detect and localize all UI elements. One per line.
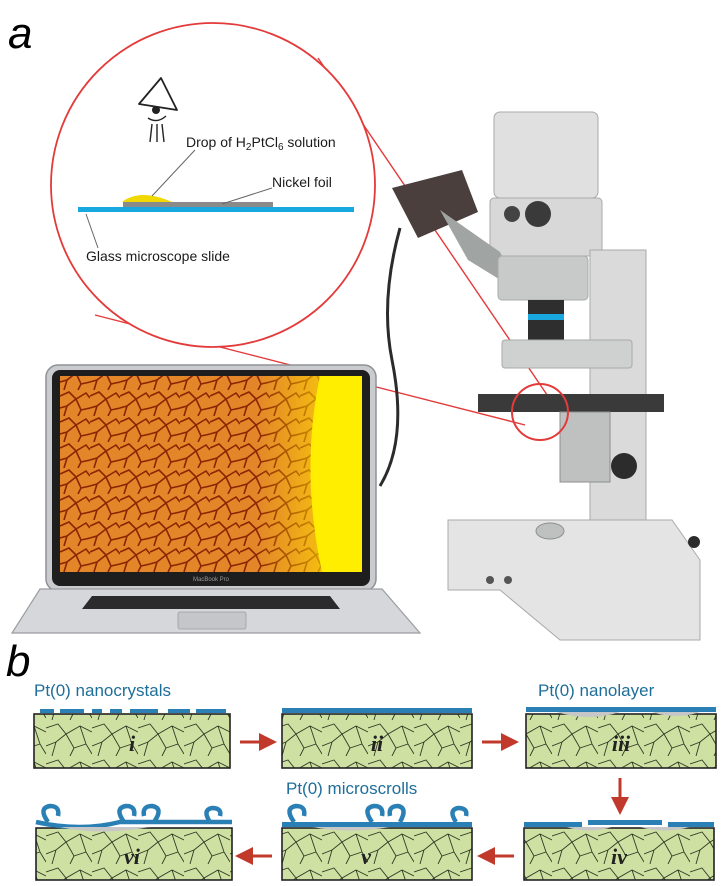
- stage-numeral-iv: iv: [611, 844, 627, 869]
- solution-drop: [122, 195, 172, 202]
- stage-ii: ii: [281, 708, 473, 769]
- microscope: [378, 111, 701, 641]
- stage-numeral-i: i: [129, 731, 136, 756]
- drop-leader: [151, 149, 196, 197]
- microscope-base-knob: [688, 536, 700, 548]
- slide-leader: [85, 213, 99, 249]
- stage-v: v: [281, 803, 473, 881]
- callout-circle: [50, 22, 376, 348]
- microscroll: [204, 805, 223, 824]
- microscope-stage: [478, 394, 664, 412]
- stage-iii: iii: [525, 707, 717, 769]
- microscope-focus-knob: [611, 453, 637, 479]
- stage-numeral-ii: ii: [371, 731, 384, 756]
- stage-highlight-circle: [511, 383, 569, 441]
- microscope-camera-head: [493, 111, 599, 199]
- laptop-brand: MacBook Pro: [193, 577, 230, 583]
- microscroll: [387, 803, 406, 824]
- stage-iv: iv: [523, 820, 715, 881]
- panel-letter-a: a: [8, 9, 32, 58]
- screen-bright-edge: [310, 376, 362, 572]
- microscope-base-screw-1: [486, 576, 494, 584]
- microscope-turret: [497, 255, 589, 301]
- foil-leader: [221, 187, 273, 205]
- stage-i: i: [33, 709, 231, 769]
- laptop-keyboard: [82, 596, 340, 609]
- label-nanolayer: Pt(0) nanolayer: [538, 681, 655, 700]
- stage-vi: vi: [35, 803, 233, 881]
- microscroll: [117, 803, 137, 824]
- stage-numeral-vi: vi: [124, 844, 141, 869]
- glass-slide: [78, 207, 354, 212]
- foil-label: Nickel foil: [272, 174, 332, 190]
- panel-letter-b: b: [6, 637, 30, 686]
- microscope-knob-1: [504, 206, 520, 222]
- microscope-blue-ring: [528, 314, 564, 320]
- stage-numeral-v: v: [361, 844, 371, 869]
- label-microscrolls: Pt(0) microscrolls: [286, 779, 417, 798]
- microscope-knob-2: [525, 201, 551, 227]
- microscope-stage-block: [559, 411, 611, 483]
- microscope-base: [447, 519, 701, 641]
- microscroll: [450, 805, 469, 824]
- microscroll: [41, 803, 61, 824]
- microscope-lamp-port: [535, 522, 565, 540]
- microscroll: [365, 803, 385, 824]
- laptop-trackpad: [177, 611, 247, 630]
- microscope-condenser: [501, 339, 633, 369]
- slide-label: Glass microscope slide: [86, 248, 230, 264]
- eye-icon: [138, 77, 178, 143]
- drop-label: Drop of H2PtCl6 solution: [186, 134, 336, 153]
- microscope-camera: [392, 170, 478, 238]
- microscroll: [287, 803, 307, 824]
- label-nanocrystals: Pt(0) nanocrystals: [34, 681, 171, 700]
- microscope-base-screw-2: [504, 576, 512, 584]
- stage-numeral-iii: iii: [612, 731, 631, 756]
- microscope-cable: [378, 227, 402, 487]
- laptop: MacBook Pro: [10, 364, 422, 634]
- microscroll: [141, 803, 161, 824]
- nickel-foil: [123, 202, 273, 207]
